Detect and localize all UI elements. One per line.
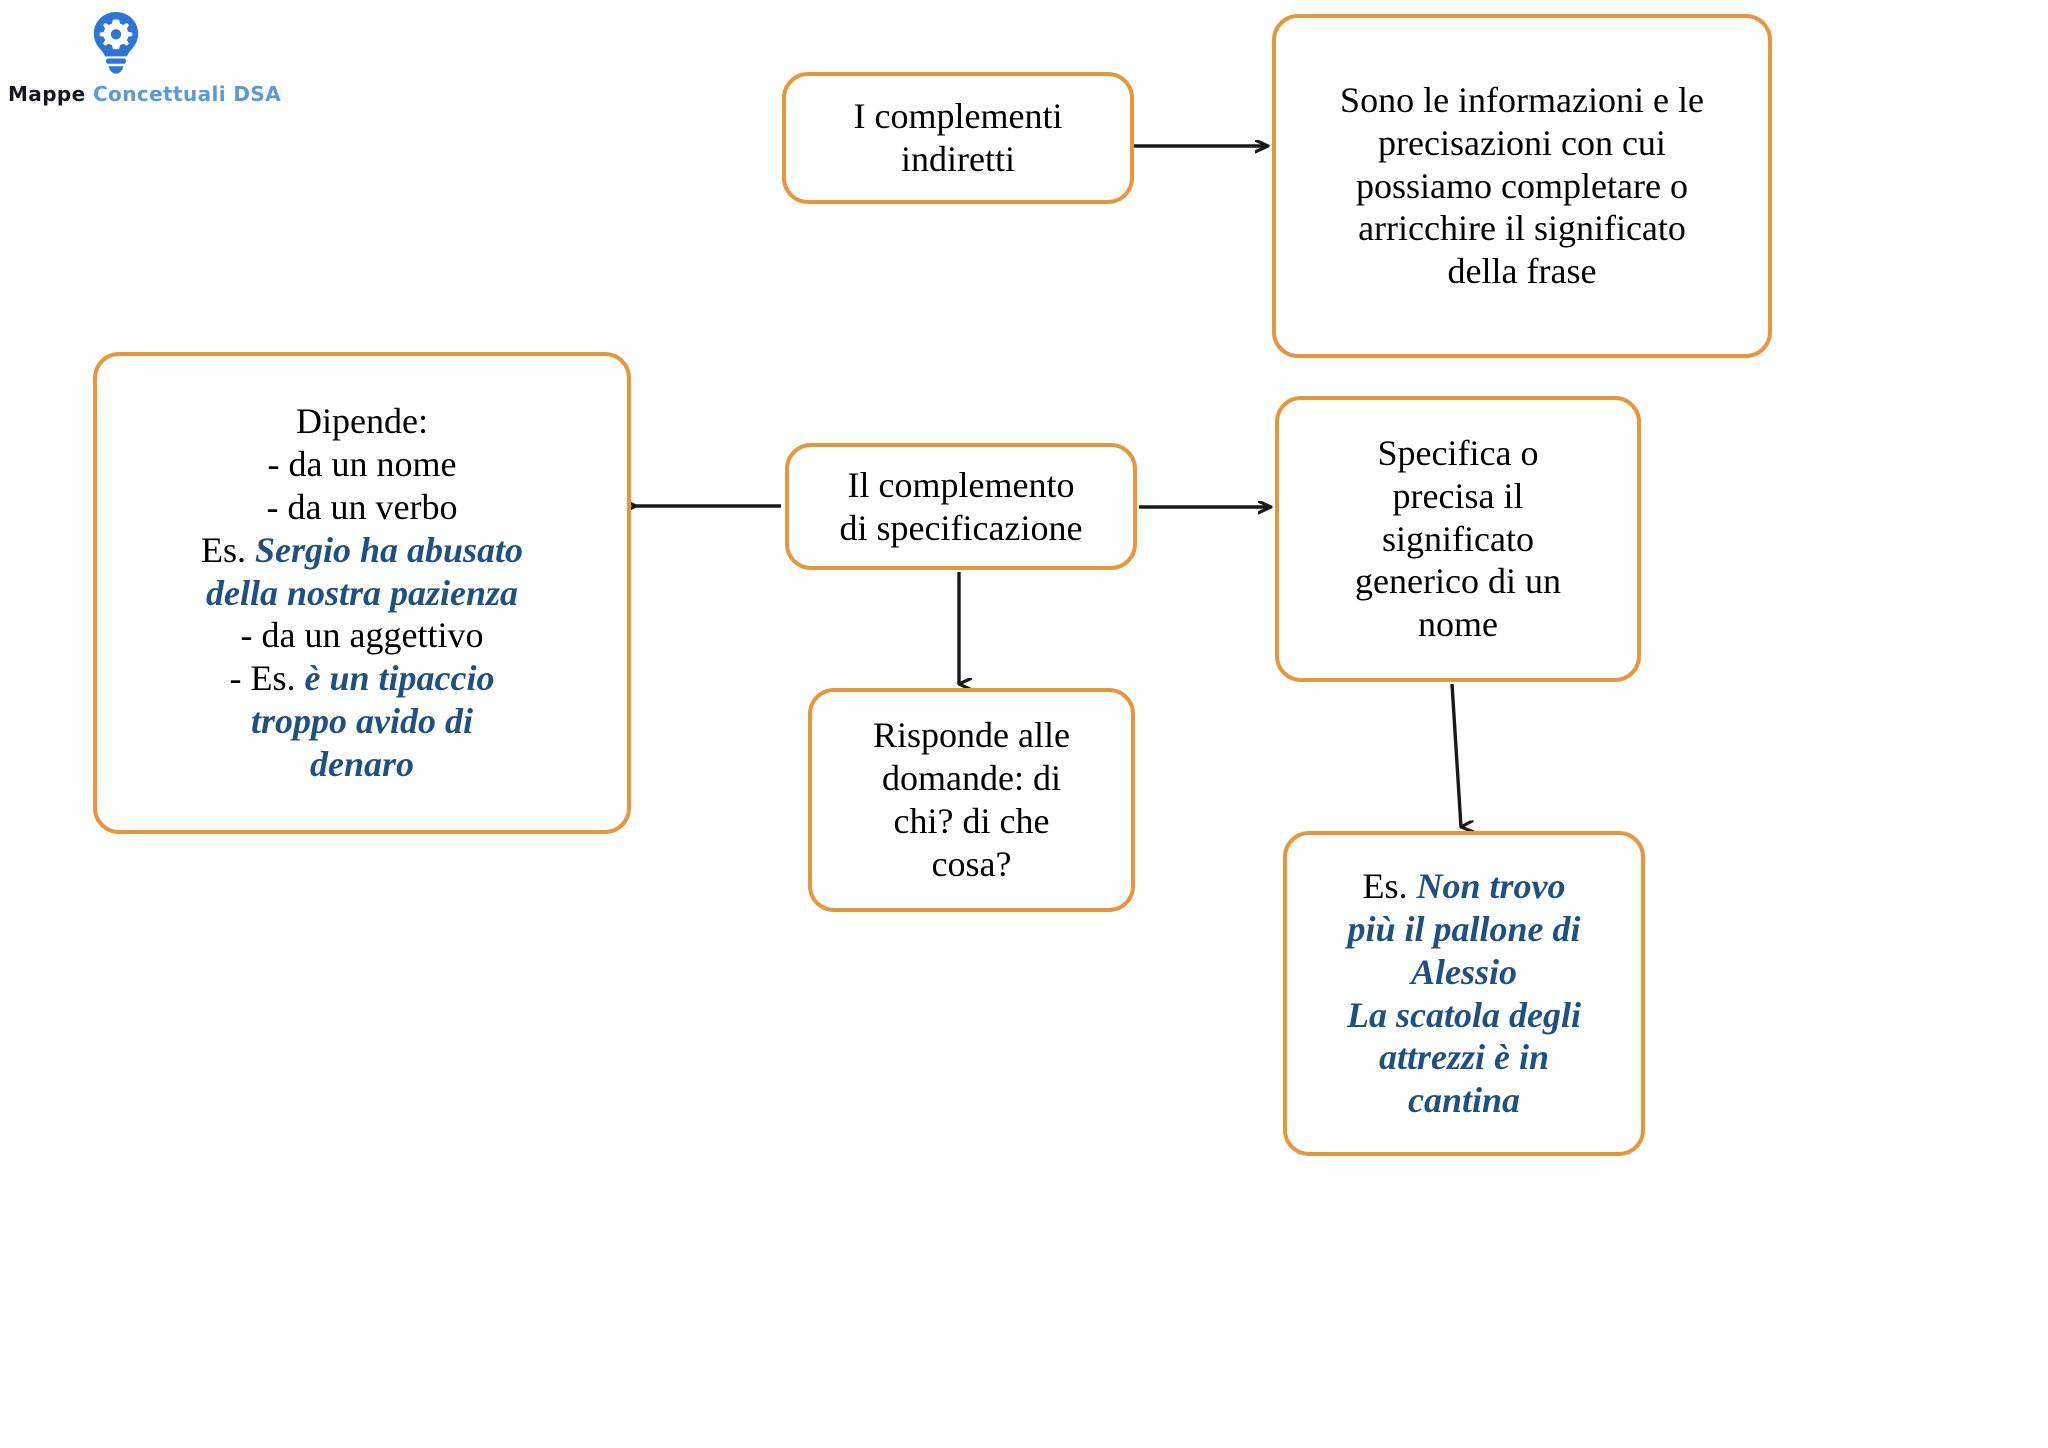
node-bullet-nome: - da un nome	[267, 444, 457, 485]
node-line: della frase	[1447, 251, 1597, 292]
example-text: attrezzi è in	[1378, 1037, 1549, 1078]
example-text: Sergio ha abusato	[254, 529, 524, 570]
example-text: denaro	[309, 743, 414, 784]
site-logo: Mappe Concettuali DSA	[0, 6, 281, 111]
node-line: cosa?	[931, 843, 1012, 884]
node-line: indiretti	[901, 139, 1015, 179]
logo-word-mappe: Mappe	[8, 82, 86, 106]
example-prefix: Es.	[200, 529, 255, 570]
node-line: domande: di	[882, 758, 1061, 799]
node-example-sergio: Es. Sergio ha abusato	[103, 529, 621, 572]
node-line: nome	[1418, 604, 1498, 645]
node-bullet-verbo: - da un verbo	[266, 486, 458, 527]
node-line: generico di un	[1355, 561, 1561, 602]
lightbulb-gear-icon	[85, 10, 147, 76]
example-prefix: Es.	[1362, 866, 1417, 907]
node-specifica[interactable]: Specifica o precisa il significato gener…	[1275, 396, 1641, 682]
node-bullet-aggettivo: - da un aggettivo	[240, 615, 484, 656]
node-line: significato	[1382, 518, 1534, 559]
node-line: Il complemento	[847, 464, 1075, 505]
node-complementi-indiretti[interactable]: I complementi indiretti	[782, 72, 1134, 204]
node-line: Specifica o	[1377, 432, 1539, 473]
node-risponde[interactable]: Risponde alle domande: di chi? di che co…	[808, 688, 1135, 912]
node-esempi[interactable]: Es. Non trovo più il pallone di Alessio …	[1283, 831, 1645, 1156]
node-definizione[interactable]: Sono le informazioni e le precisazioni c…	[1272, 14, 1772, 358]
node-line: chi? di che	[893, 801, 1050, 841]
node-line: precisazioni con cui	[1378, 122, 1666, 163]
example-text: più il pallone di	[1347, 908, 1581, 949]
logo-word-concettuali-dsa: Concettuali DSA	[92, 82, 282, 106]
example-text: della nostra pazienza	[205, 572, 519, 613]
node-line: Sono le informazioni e le	[1340, 79, 1704, 120]
node-example-tipaccio: - Es. è un tipaccio	[103, 657, 621, 700]
node-complemento-di-specificazione[interactable]: Il complemento di specificazione	[785, 443, 1137, 570]
edge-specifica-to-esempi	[1450, 683, 1461, 827]
node-line: di specificazione	[839, 507, 1083, 548]
example-text: troppo avido di	[251, 701, 473, 742]
node-line: Risponde alle	[873, 715, 1070, 756]
logo-wordmark: Mappe Concettuali DSA	[8, 82, 281, 106]
node-dipende[interactable]: Dipende: - da un nome - da un verbo Es. …	[93, 352, 631, 834]
example-text: La scatola degli	[1347, 994, 1581, 1035]
example-text: Alessio	[1410, 951, 1517, 992]
example-dash: -	[229, 658, 251, 699]
example-text: è un tipaccio	[304, 658, 495, 699]
node-line: precisa il	[1392, 475, 1524, 516]
example-prefix: Es.	[250, 658, 305, 699]
node-line: arricchire il significato	[1358, 208, 1686, 249]
example-text: Non trovo	[1416, 866, 1566, 907]
example-text: cantina	[1407, 1080, 1521, 1121]
node-line: possiamo completare o	[1356, 165, 1688, 206]
node-example-pallone: Es. Non trovo	[1293, 865, 1635, 908]
node-line: I complementi	[853, 96, 1063, 137]
node-heading: Dipende:	[296, 401, 428, 442]
